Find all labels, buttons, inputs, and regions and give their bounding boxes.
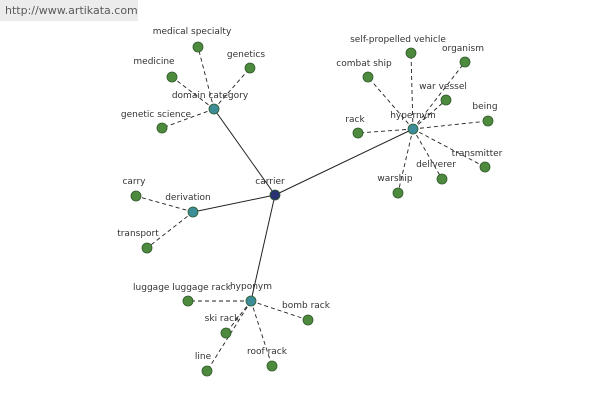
- label-rack: rack: [345, 115, 365, 125]
- node-combat-ship[interactable]: [362, 71, 374, 83]
- label-being: being: [472, 102, 497, 112]
- label-hyponym: hyponym: [230, 282, 272, 292]
- edge-hypernym-rack: [357, 128, 414, 134]
- edge-carrier-derivation: [192, 194, 276, 213]
- edge-domain-category-medical-specialty: [197, 46, 215, 110]
- node-hypernym[interactable]: [407, 123, 419, 135]
- node-luggage-luggage-rack[interactable]: [182, 295, 194, 307]
- edge-hypernym-organism: [412, 61, 466, 130]
- label-genetics: genetics: [227, 50, 265, 60]
- label-carry: carry: [122, 177, 146, 187]
- node-transmitter[interactable]: [479, 161, 491, 173]
- node-line[interactable]: [201, 365, 213, 377]
- edge-domain-category-medicine: [171, 76, 215, 110]
- edge-hyponym-roof-rack: [250, 300, 273, 367]
- edge-hypernym-being: [412, 120, 489, 130]
- label-genetic-science: genetic science: [121, 110, 192, 120]
- label-organism: organism: [442, 44, 484, 54]
- label-medical-specialty: medical specialty: [153, 27, 232, 37]
- node-carrier[interactable]: [269, 189, 281, 201]
- label-self-propelled-vehicle: self-propelled vehicle: [350, 35, 446, 45]
- label-war-vessel: war vessel: [419, 82, 467, 92]
- label-ski-rack: ski rack: [205, 314, 240, 324]
- node-derivation[interactable]: [187, 206, 199, 218]
- edge-domain-category-genetic-science: [161, 108, 215, 129]
- node-transport[interactable]: [141, 242, 153, 254]
- node-roof-rack[interactable]: [266, 360, 278, 372]
- node-warship[interactable]: [392, 187, 404, 199]
- node-war-vessel[interactable]: [440, 94, 452, 106]
- edge-hypernym-self-propelled-vehicle: [410, 52, 414, 130]
- label-hypernym: hypernym: [390, 111, 436, 121]
- label-bomb-rack: bomb rack: [282, 301, 331, 311]
- label-line: line: [195, 352, 212, 362]
- label-derivation: derivation: [165, 193, 211, 203]
- edge-hypernym-war-vessel: [412, 99, 447, 130]
- edge-carrier-hypernym: [274, 128, 414, 196]
- edge-hypernym-combat-ship: [367, 76, 414, 130]
- node-medicine[interactable]: [166, 71, 178, 83]
- node-carry[interactable]: [130, 190, 142, 202]
- source-url[interactable]: http://www.artikata.com: [0, 0, 138, 21]
- edge-derivation-carry: [135, 195, 194, 213]
- node-genetics[interactable]: [244, 62, 256, 74]
- node-genetic-science[interactable]: [156, 122, 168, 134]
- node-deliverer[interactable]: [436, 173, 448, 185]
- edge-carrier-hyponym: [250, 194, 276, 302]
- edge-hyponym-bomb-rack: [250, 300, 309, 321]
- node-hyponym[interactable]: [245, 295, 257, 307]
- node-being[interactable]: [482, 115, 494, 127]
- edge-domain-category-genetics: [213, 67, 251, 110]
- node-organism[interactable]: [459, 56, 471, 68]
- edge-hypernym-deliverer: [412, 128, 443, 180]
- label-luggage-luggage-rack: luggage luggage rack: [133, 283, 232, 293]
- edge-hypernym-warship: [397, 128, 414, 194]
- label-deliverer: deliverer: [416, 160, 456, 170]
- node-bomb-rack[interactable]: [302, 314, 314, 326]
- label-carrier: carrier: [255, 177, 285, 187]
- label-transmitter: transmitter: [452, 149, 503, 159]
- node-rack[interactable]: [352, 127, 364, 139]
- label-domain-category: domain category: [172, 91, 249, 101]
- edge-derivation-transport: [146, 211, 194, 249]
- label-transport: transport: [117, 229, 159, 239]
- edge-carrier-domain-category: [213, 108, 276, 196]
- node-domain-category[interactable]: [208, 103, 220, 115]
- label-roof-rack: roof rack: [247, 347, 288, 357]
- node-ski-rack[interactable]: [220, 327, 232, 339]
- label-combat-ship: combat ship: [336, 59, 392, 69]
- node-medical-specialty[interactable]: [192, 41, 204, 53]
- label-warship: warship: [377, 174, 412, 184]
- label-medicine: medicine: [133, 57, 175, 67]
- node-self-propelled-vehicle[interactable]: [405, 47, 417, 59]
